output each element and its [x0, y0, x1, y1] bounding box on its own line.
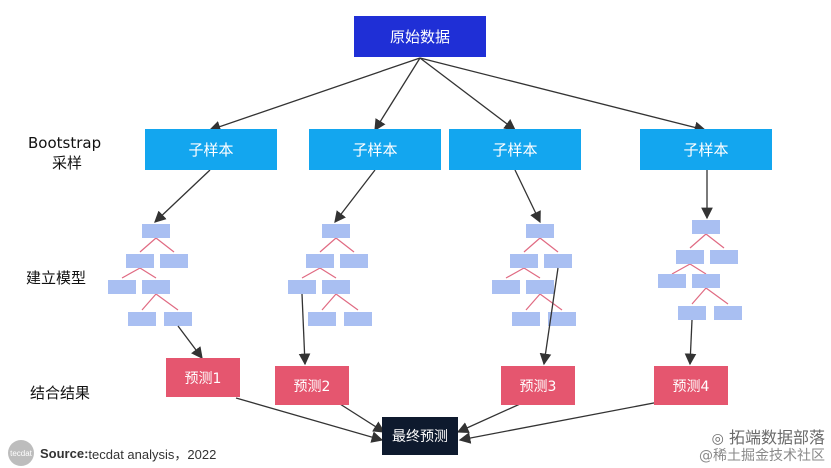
root-label: 原始数据	[389, 28, 450, 46]
sample-node-2: 子样本	[309, 129, 441, 170]
sample-label-4: 子样本	[683, 141, 729, 159]
sample-node-1: 子样本	[145, 129, 277, 170]
tree-2-nodes	[288, 224, 372, 326]
arrow-pred-3-to-final	[456, 403, 521, 434]
sample-label-1: 子样本	[188, 141, 234, 159]
source-footer: tecdat Source: tecdat analysis，2022	[8, 440, 216, 466]
sample-node-3: 子样本	[449, 129, 581, 170]
watermark-line2: @稀土掘金技术社区	[699, 448, 825, 464]
tree-2-edges	[301, 237, 359, 311]
prediction-node-4: 预测4	[654, 366, 728, 405]
arrow-sample-to-tree-2	[334, 169, 376, 224]
tree-1-edges	[121, 237, 179, 311]
tecdat-logo-icon: tecdat	[8, 440, 34, 466]
arrow-root-to-sample-3	[419, 57, 517, 131]
tree-4-nodes	[658, 220, 742, 320]
sample-label-2: 子样本	[352, 141, 398, 159]
prediction-node-2: 预测2	[275, 366, 349, 405]
wechat-icon: ◎	[711, 431, 724, 447]
root-node: 原始数据	[354, 16, 486, 57]
arrow-root-to-sample-1	[208, 57, 421, 133]
arrow-tree-to-pred-4	[684, 319, 697, 366]
arrow-pred-1-to-final	[235, 397, 384, 443]
sample-node-4: 子样本	[640, 129, 772, 170]
watermark-line1: ◎ 拓端数据部落	[711, 428, 825, 447]
bootstrap-line1: Bootstrap	[28, 134, 102, 152]
tree-3-nodes	[492, 224, 576, 326]
prediction-node-1: 预测1	[166, 358, 240, 397]
final-prediction-label: 最终预测	[392, 429, 448, 445]
prediction-label-1: 预测1	[184, 370, 222, 387]
tree-4-edges	[671, 233, 729, 305]
sample-label-3: 子样本	[492, 141, 538, 159]
prediction-label-4: 预测4	[672, 378, 710, 395]
arrow-tree-to-pred-1	[177, 325, 203, 360]
arrow-sample-to-tree-3	[514, 169, 541, 224]
tree-1-nodes	[108, 224, 192, 326]
row-label-bootstrap: Bootstrap 采样	[28, 133, 101, 173]
arrow-pred-4-to-final	[458, 397, 681, 444]
final-prediction-node: 最终预测	[382, 417, 458, 455]
prediction-label-3: 预测3	[519, 378, 557, 395]
prediction-node-3: 预测3	[501, 366, 575, 405]
row-label-build-model: 建立模型	[26, 269, 87, 287]
arrow-pred-2-to-final	[339, 403, 386, 433]
tree-3-edges	[505, 237, 563, 311]
arrow-root-to-sample-4	[419, 57, 707, 134]
source-label: Source:	[40, 445, 89, 461]
arrow-sample-to-tree-1	[154, 169, 211, 223]
arrow-root-to-sample-2	[374, 57, 421, 132]
arrow-tree-to-pred-3	[539, 267, 559, 366]
bootstrap-line2: 采样	[52, 154, 83, 172]
row-label-combine: 结合结果	[30, 384, 91, 402]
source-text: tecdat analysis，2022	[88, 446, 217, 462]
arrow-tree-to-pred-2	[298, 293, 311, 366]
prediction-label-2: 预测2	[293, 378, 331, 395]
